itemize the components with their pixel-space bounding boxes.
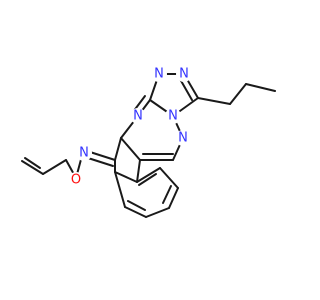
atom-o-oxime: O (68, 172, 84, 188)
bond-bz-2 (124, 206, 147, 218)
atom-label-n-triazine-upper: N (133, 109, 143, 124)
atom-n-triazole-top-left: N (151, 66, 167, 82)
atom-n-triazine-upper: N (130, 108, 146, 124)
bond-layer (21, 73, 276, 218)
bond-oxime-cn-double (87, 157, 114, 167)
bond-butyl-3 (245, 83, 276, 92)
atom-label-n-oxime: N (79, 146, 89, 161)
bond-allyl-2 (42, 159, 67, 175)
bond-butyl-2 (229, 83, 247, 105)
atom-label-n-triazine-lower: N (178, 131, 188, 146)
bond-cp-3 (114, 171, 138, 183)
bond-bz-4 (168, 187, 179, 209)
bond-bz-5 (159, 167, 179, 189)
atom-label-layer: N N N N N N O (68, 66, 192, 188)
bond-cp-1 (114, 137, 122, 161)
atom-label-n-triazole-top-left: N (154, 67, 164, 82)
bond-bz-6-double (138, 173, 157, 186)
bond-allyl-3-double (24, 157, 41, 169)
atom-label-o-oxime: O (71, 173, 81, 188)
atom-n-triazine-lower: N (175, 130, 191, 146)
bond-cp-4 (136, 159, 141, 183)
bond-bz-1 (114, 171, 126, 208)
atom-n-oxime: N (76, 145, 92, 161)
bond-trn-3 (120, 137, 141, 161)
bond-allyl-3 (21, 160, 44, 175)
molecule-structure-diagram: N N N N N N O (21, 66, 276, 218)
atom-label-n-triazole-bottom: N (168, 109, 178, 124)
bond-bz-2-double (127, 200, 146, 211)
bond-trz-1-double (179, 78, 193, 101)
bond-bz-6 (136, 167, 161, 183)
bond-butyl-1 (197, 97, 231, 105)
bond-oxime-cn (89, 151, 116, 161)
bond-bz-3 (145, 207, 170, 218)
atom-n-triazole-bottom: N (165, 108, 181, 124)
bond-bz-4-double (162, 185, 172, 204)
atom-label-n-triazole-top-right: N (179, 67, 189, 82)
atom-n-triazole-top-right: N (176, 66, 192, 82)
